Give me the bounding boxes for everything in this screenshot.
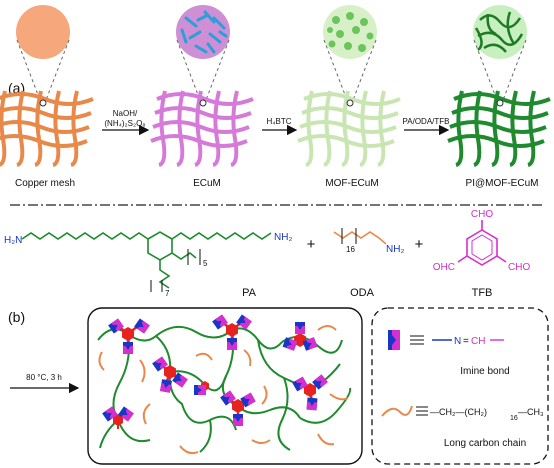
arrow-2: H₄BTC xyxy=(262,117,298,136)
stage-mof-ecum-mesh xyxy=(296,89,402,167)
tfb-cho-right: CHO xyxy=(508,262,530,273)
stage-pi-mof-ecum: PI@MOF-ECuM xyxy=(446,5,552,189)
tfb-cho-left: OHC xyxy=(433,262,455,273)
stage-mof-ecum: MOF-ECuM xyxy=(296,5,402,189)
arrow-2-top: H₄BTC xyxy=(266,117,291,126)
pa-chain-left xyxy=(21,232,149,240)
monomer-pa: H₂N NH₂ 5 7 PA xyxy=(4,231,292,299)
oda-name: ODA xyxy=(350,287,375,299)
legend-imine-eq: = xyxy=(463,336,469,347)
pa-right-amine: NH₂ xyxy=(274,232,292,243)
stage-pi-mesh xyxy=(446,89,552,167)
stage-mof-ecum-label: MOF-ECuM xyxy=(325,178,378,189)
stage-copper-mesh-label: Copper mesh xyxy=(15,178,75,189)
monomer-oda: 16 NH₂ ODA xyxy=(333,228,404,299)
legend-imine-ch: CH xyxy=(471,336,485,347)
network-orange-chains xyxy=(98,325,349,455)
legend-chain-label: Long carbon chain xyxy=(444,438,526,449)
stage-copper-mesh-zoom xyxy=(16,5,70,59)
mof-particles xyxy=(327,12,374,52)
arrow-1-top: NaOH/ xyxy=(113,109,138,118)
legend-imine-label: Imine bond xyxy=(460,366,509,377)
arrow-1-bottom: (NH₄)₂S₂O₈ xyxy=(104,119,145,128)
stage-pi-label: PI@MOF-ECuM xyxy=(466,178,539,189)
pa-sub-7: 7 xyxy=(165,289,170,298)
stage-ecum: ECuM xyxy=(149,5,255,189)
stage-pi-zoom xyxy=(473,5,527,59)
tfb-ring xyxy=(466,229,498,266)
legend-chain-sub: 16 xyxy=(510,415,518,422)
legend-chain-formula: —CH₂—(CH₂) xyxy=(430,407,487,417)
monomer-tfb: CHO OHC CHO TFB xyxy=(433,209,531,299)
legend-chain-swatch xyxy=(381,405,413,417)
oda-amine: NH₂ xyxy=(386,244,404,255)
pa-name: PA xyxy=(242,287,257,299)
stage-ecum-label: ECuM xyxy=(193,178,221,189)
arrow-3-top: PA/ODA/TFB xyxy=(403,117,450,126)
polymer-network xyxy=(97,314,352,455)
oda-sub-16: 16 xyxy=(346,245,355,254)
panel-b-label: (b) xyxy=(8,309,25,325)
arrow-3: PA/ODA/TFB xyxy=(403,117,450,136)
tfb-cho-top: CHO xyxy=(471,209,493,220)
plus-2: + xyxy=(415,236,424,253)
pi-network xyxy=(474,11,524,53)
legend-chain-end: —CH₃ xyxy=(518,407,544,417)
legend-imine: N = CH Imine bond xyxy=(388,330,510,377)
pa-ring xyxy=(147,231,173,261)
ecum-needles xyxy=(180,10,228,54)
arrow-1: NaOH/ (NH₄)₂S₂O₈ xyxy=(102,109,150,136)
legend-box xyxy=(371,307,549,465)
oda-chain xyxy=(333,231,387,245)
plus-1: + xyxy=(307,236,316,253)
stage-copper-mesh: Copper mesh xyxy=(0,5,95,189)
stage-copper-mesh-mesh xyxy=(0,89,95,167)
pa-left-amine: H₂N xyxy=(4,235,22,246)
pa-sub-5: 5 xyxy=(203,259,208,268)
stage-ecum-mesh xyxy=(149,89,255,167)
legend-imine-n: N xyxy=(454,336,461,347)
legend-chain: —CH₂—(CH₂) 16 —CH₃ Long carbon chain xyxy=(381,405,544,449)
pa-chain-right xyxy=(171,232,272,240)
tfb-name: TFB xyxy=(472,287,493,299)
reaction-condition: 80 °C, 3 h xyxy=(26,373,62,382)
